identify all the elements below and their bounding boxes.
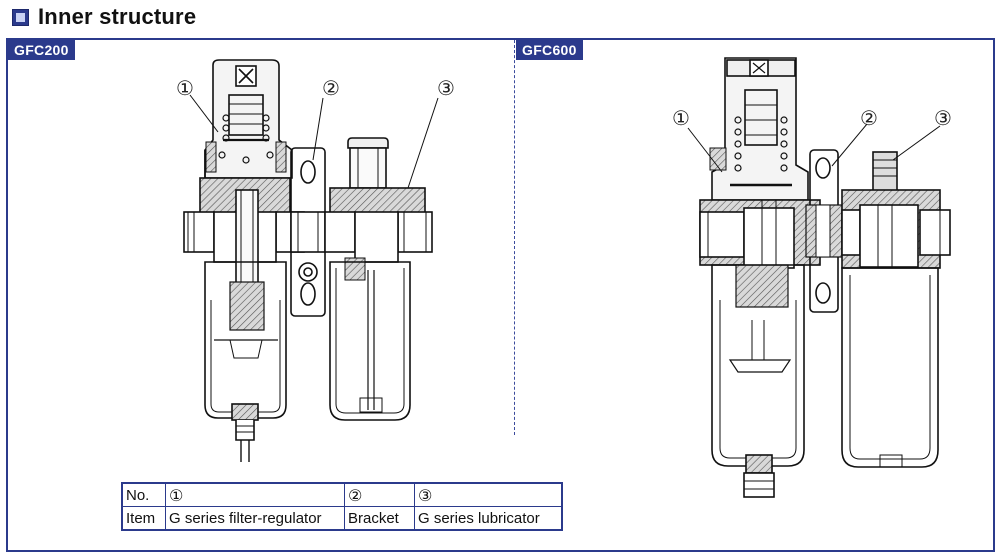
table-row: Item G series filter-regulator Bracket G… <box>121 506 563 531</box>
callout-3-gfc600: ③ <box>934 106 952 130</box>
table-cell-item-3: G series lubricator <box>414 506 563 531</box>
callout-2-gfc600: ② <box>860 106 878 130</box>
model-tag-gfc600: GFC600 <box>516 40 583 60</box>
panel-divider <box>514 40 515 435</box>
callout-1-gfc600: ① <box>672 106 690 130</box>
table-cell-item-2: Bracket <box>344 506 415 531</box>
square-bullet-icon <box>12 8 29 26</box>
table-cell-no-header: No. <box>121 482 166 507</box>
parts-table: No. ① ② ③ Item G series filter-regulator… <box>121 482 563 531</box>
gfc200-drawing <box>183 59 439 462</box>
table-cell-no-2: ② <box>344 482 415 507</box>
table-cell-item-1: G series filter-regulator <box>165 506 345 531</box>
table-row: No. ① ② ③ <box>121 482 563 507</box>
gfc600-drawing <box>687 57 951 498</box>
section-title: Inner structure <box>38 4 197 29</box>
table-cell-no-1: ① <box>165 482 345 507</box>
table-cell-no-3: ③ <box>414 482 563 507</box>
model-tag-gfc200: GFC200 <box>8 40 75 60</box>
content-frame <box>6 38 995 552</box>
callout-3-gfc200: ③ <box>437 76 455 100</box>
table-cell-item-header: Item <box>121 506 166 531</box>
section-header: Inner structure <box>12 2 196 32</box>
callout-1-gfc200: ① <box>176 76 194 100</box>
callout-2-gfc200: ② <box>322 76 340 100</box>
